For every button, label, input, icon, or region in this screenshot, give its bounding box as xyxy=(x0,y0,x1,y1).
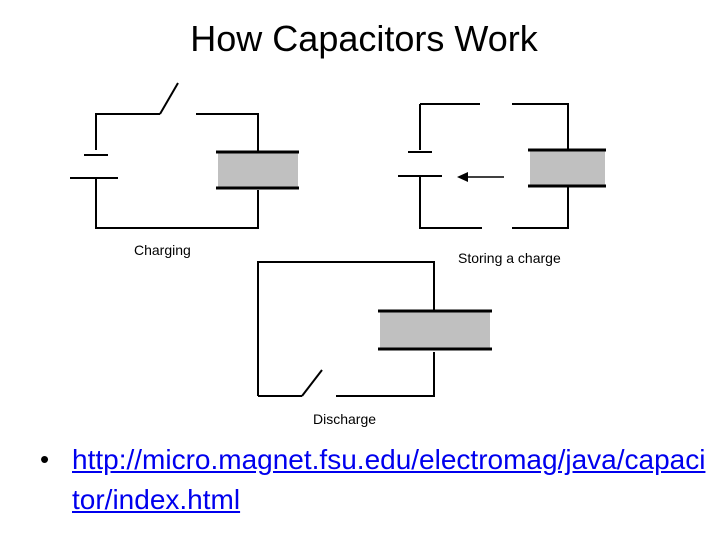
storing-capacitor-dielectric xyxy=(530,150,605,186)
charging-top-right-wire xyxy=(196,113,259,152)
charging-capacitor-dielectric xyxy=(218,152,298,188)
discharge-capacitor-dielectric xyxy=(380,311,490,349)
slide-title: How Capacitors Work xyxy=(190,18,538,59)
capacitor-reference-link[interactable]: http://micro.magnet.fsu.edu/electromag/j… xyxy=(72,444,706,515)
charging-switch-closed xyxy=(159,82,179,115)
storing-bottom-right-wire xyxy=(512,186,569,229)
discharge-switch-closed xyxy=(301,369,323,397)
charging-label: Charging xyxy=(134,242,191,258)
charging-circuit xyxy=(70,82,299,229)
storing-circuit xyxy=(398,103,606,229)
storing-label: Storing a charge xyxy=(458,250,561,266)
bullet-marker: • xyxy=(40,444,50,474)
charging-top-left-wire xyxy=(95,113,160,150)
storing-charge-arrow-head xyxy=(457,172,468,182)
discharge-label: Discharge xyxy=(313,411,376,427)
discharge-circuit xyxy=(257,261,492,397)
capacitor-circuits-diagram: Charging Storing a charge Discharge xyxy=(70,82,606,427)
storing-left-lower-wire xyxy=(419,176,482,229)
charging-bottom-wire xyxy=(95,178,259,229)
discharge-right-bottom-wire xyxy=(336,352,435,397)
storing-top-right-wire xyxy=(512,103,569,150)
discharge-top-wire xyxy=(257,261,435,396)
